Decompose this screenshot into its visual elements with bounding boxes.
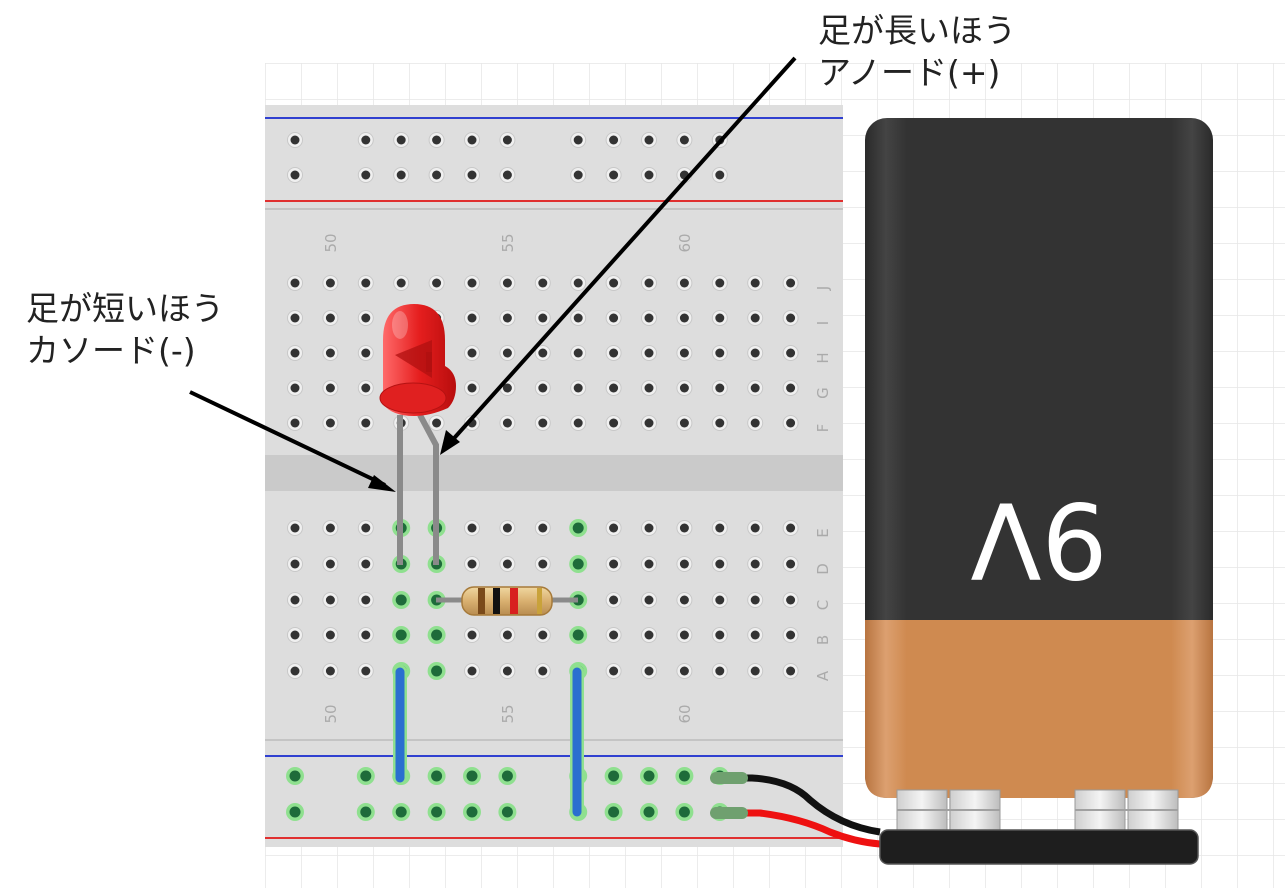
- column-number: 55: [499, 704, 517, 723]
- resistor-band-1: [478, 588, 485, 614]
- battery-leads: [710, 772, 881, 848]
- breadboard-hole: [643, 770, 655, 782]
- breadboard-hole: [360, 770, 372, 782]
- breadboard-hole: [678, 806, 690, 818]
- red-lead: [720, 809, 881, 848]
- breadboard-hole: [572, 594, 584, 606]
- breadboard-hole: [395, 594, 407, 606]
- row-letter: C: [814, 600, 832, 610]
- led-anvil: [395, 340, 432, 378]
- anode-label-line1: 足が長いほう: [818, 11, 1016, 50]
- breadboard-hole: [395, 629, 407, 641]
- cathode-label-line1: 足が短いほう: [26, 289, 224, 328]
- breadboard-hole: [572, 522, 584, 534]
- breadboard-hole: [431, 665, 443, 677]
- column-numbers: 50 55 60 50 55 60: [322, 233, 694, 723]
- anode-callout: 足が長いほう アノード(+): [818, 10, 1016, 94]
- resistor-band-2: [493, 588, 500, 614]
- cathode-label-line2: カソード(-): [26, 331, 196, 370]
- breadboard-hole: [466, 806, 478, 818]
- breadboard-hole: [289, 770, 301, 782]
- jumper-wires: [393, 665, 584, 819]
- breadboard-hole: [643, 806, 655, 818]
- row-letter: E: [814, 528, 832, 537]
- row-letter: A: [814, 670, 832, 681]
- battery-voltage-label: 9V: [970, 479, 1107, 601]
- breadboard-hole: [431, 629, 443, 641]
- breadboard-hole: [501, 770, 513, 782]
- battery-9v: 9V: [865, 118, 1213, 865]
- anode-label-line2: アノード(+): [818, 53, 1001, 92]
- cathode-callout: 足が短いほう カソード(-): [26, 288, 224, 372]
- breadboard: 50 55 60 50 55 60 J I H G F E D C B A: [265, 105, 843, 847]
- resistor-band-4: [537, 588, 542, 614]
- top-power-rail: [265, 105, 843, 211]
- row-letter: F: [814, 424, 832, 433]
- column-number: 60: [676, 704, 694, 723]
- cathode-arrowhead: [368, 475, 396, 492]
- breadboard-hole: [608, 770, 620, 782]
- breadboard-hole: [360, 806, 372, 818]
- resistor: [436, 586, 578, 616]
- column-number: 55: [499, 233, 517, 252]
- row-letter: B: [814, 635, 832, 645]
- callout-arrows: [189, 56, 797, 487]
- row-letter: G: [814, 387, 832, 399]
- breadboard-hole: [678, 770, 690, 782]
- breadboard-hole: [395, 806, 407, 818]
- breadboard-hole: [572, 558, 584, 570]
- breadboard-hole: [431, 806, 443, 818]
- led-post: [426, 352, 432, 372]
- black-lead: [720, 774, 881, 836]
- breadboard-hole: [501, 806, 513, 818]
- row-letter: I: [814, 321, 832, 325]
- row-letters: J I H G F E D C B A: [814, 286, 832, 681]
- column-number: 50: [322, 704, 340, 723]
- battery-snap-connector: [879, 829, 1199, 865]
- row-letter: D: [814, 563, 832, 575]
- led-legs: [397, 413, 439, 565]
- breadboard-hole: [431, 770, 443, 782]
- arrow-heads: [368, 430, 460, 492]
- breadboard-hole: [289, 806, 301, 818]
- led: [379, 304, 456, 416]
- anode-arrow-line: [446, 56, 797, 447]
- breadboard-hole: [608, 806, 620, 818]
- resistor-band-3: [510, 588, 518, 614]
- row-letter: J: [814, 286, 832, 291]
- cathode-arrow-line: [189, 390, 386, 487]
- breadboard-holes: [286, 132, 799, 821]
- battery-band: [865, 620, 1213, 798]
- breadboard-hole: [572, 629, 584, 641]
- led-anode-leg: [417, 413, 439, 565]
- breadboard-hole: [466, 770, 478, 782]
- column-number: 60: [676, 233, 694, 252]
- battery-terminals: [896, 789, 1179, 831]
- column-number: 50: [322, 233, 340, 252]
- row-letter: H: [814, 352, 832, 363]
- center-channel: [265, 455, 843, 491]
- anode-arrowhead: [440, 430, 460, 455]
